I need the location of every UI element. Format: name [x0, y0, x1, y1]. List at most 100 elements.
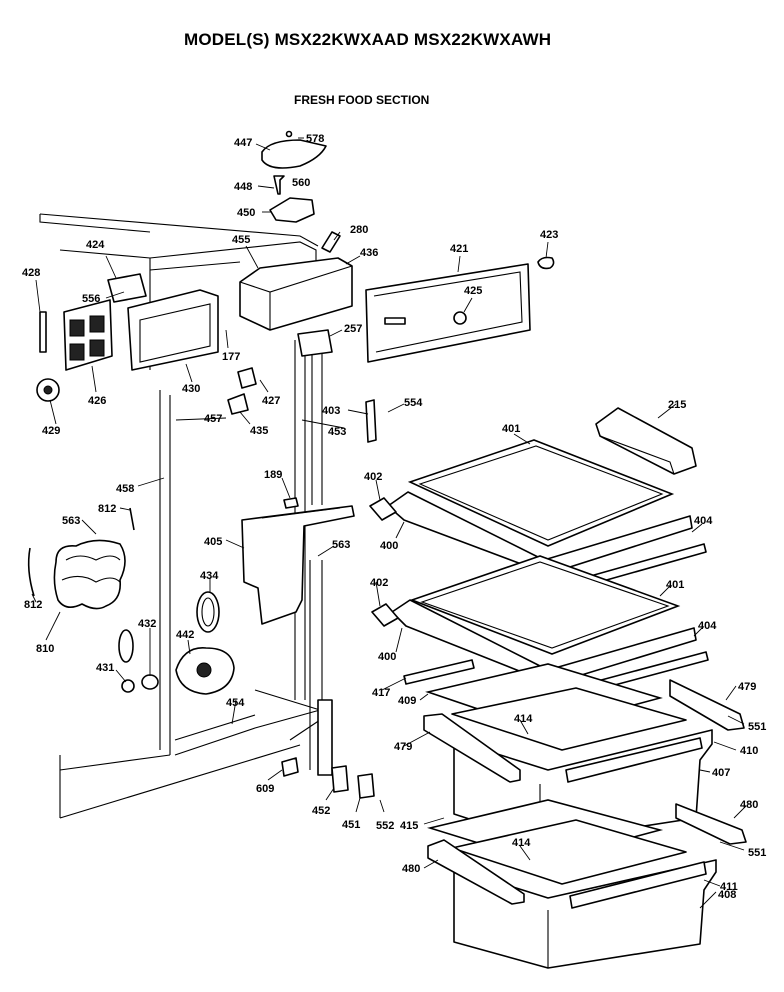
part-400-frame-lower: [391, 599, 697, 685]
part-label: 812: [24, 599, 42, 611]
part-810-heater: [53, 539, 126, 610]
part-189-clip: [283, 497, 299, 509]
part-label: 448: [234, 181, 252, 193]
part-label: 442: [176, 629, 194, 641]
part-label: 402: [364, 471, 382, 483]
part-label: 458: [116, 483, 134, 495]
part-label: 405: [204, 536, 222, 548]
part-label: 452: [312, 805, 330, 817]
part-label: 411: [720, 881, 738, 893]
part-480-slide-left: [427, 839, 525, 905]
part-label: 400: [380, 540, 398, 552]
part-label: 401: [502, 423, 520, 435]
part-label: 450: [237, 207, 255, 219]
part-label: 400: [378, 651, 396, 663]
part-609-roller: [281, 757, 299, 777]
left-controls: [36, 273, 257, 415]
part-430-cover: [127, 289, 219, 371]
part-label: 409: [398, 695, 416, 707]
part-401-glass-lower: [409, 555, 681, 655]
part-405-cover: [241, 505, 355, 625]
part-280-lamp: [321, 231, 341, 253]
part-411-handle: [569, 861, 707, 909]
part-424-thermostat: [107, 273, 147, 303]
part-432-bushing: [141, 674, 159, 690]
mid-left-parts: [27, 507, 375, 799]
part-label: 480: [402, 863, 420, 875]
part-label: 479: [394, 741, 412, 753]
part-414-cover-lower: [451, 819, 687, 885]
part-402-cap-upper: [369, 497, 397, 521]
part-label: 407: [712, 767, 730, 779]
part-label: 551: [748, 721, 766, 733]
part-435-connector: [227, 393, 249, 415]
part-label: 402: [370, 577, 388, 589]
part-812-wire: [27, 547, 35, 597]
part-label: 177: [222, 351, 240, 363]
part-label: 447: [234, 137, 252, 149]
part-label: 552: [376, 820, 394, 832]
part-label: 434: [200, 570, 219, 582]
part-label: 551: [748, 847, 766, 859]
part-417-rail: [403, 659, 475, 685]
part-label: 429: [42, 425, 60, 437]
part-403-rail: [365, 399, 377, 443]
part-label: 425: [464, 285, 482, 297]
part-452-bracket: [331, 765, 349, 793]
part-423-bulb: [537, 256, 555, 270]
part-421-panel: [365, 263, 531, 363]
part-label: 401: [666, 579, 684, 591]
part-427-harness: [237, 367, 257, 389]
part-label: 215: [668, 399, 686, 411]
part-label: 257: [344, 323, 362, 335]
part-label: 453: [328, 426, 346, 438]
part-label: 563: [332, 539, 350, 551]
part-label: 431: [96, 662, 114, 674]
part-label: 427: [262, 395, 280, 407]
part-label: 403: [322, 405, 340, 417]
part-label: 609: [256, 783, 274, 795]
part-450-bracket: [269, 197, 315, 223]
part-402-cap-lower: [371, 603, 399, 627]
part-label: 454: [226, 697, 245, 709]
part-label: 554: [404, 397, 423, 409]
part-436-housing: [239, 257, 353, 331]
control-housing: [239, 257, 531, 363]
diagram-title: MODEL(S) MSX22KWXAAD MSX22KWXAWH: [184, 30, 552, 49]
part-410-handle: [565, 737, 703, 783]
part-label: 404: [698, 620, 717, 632]
part-label: 404: [694, 515, 713, 527]
part-label: 563: [62, 515, 80, 527]
part-label: 560: [292, 177, 310, 189]
part-447-cover: [261, 139, 327, 169]
part-434-gasket: [196, 591, 220, 633]
part-labels: 447 578 448 560 450 280 424 455 436 421 …: [22, 133, 766, 901]
part-479-slide-left: [423, 713, 521, 783]
part-label: 408: [718, 889, 736, 901]
part-label: 457: [204, 413, 222, 425]
cabinet-liner: [39, 213, 333, 819]
part-label: 280: [350, 224, 368, 236]
part-label: 421: [450, 243, 468, 255]
part-label: 430: [182, 383, 200, 395]
part-label: 424: [86, 239, 105, 251]
part-label: 423: [540, 229, 558, 241]
part-label: 479: [738, 681, 756, 693]
part-label: 414: [514, 713, 533, 725]
part-label: 414: [512, 837, 531, 849]
part-label: 578: [306, 133, 324, 145]
part-428-clip: [39, 311, 47, 353]
part-215-bin: [595, 407, 697, 475]
section-title: FRESH FOOD SECTION: [294, 93, 430, 107]
shelf-lower: [371, 555, 709, 699]
part-label: 435: [250, 425, 268, 437]
part-label: 451: [342, 819, 360, 831]
drawer-lower: [426, 799, 747, 969]
part-431-grommet: [121, 679, 135, 693]
part-label: 436: [360, 247, 378, 259]
part-label: 410: [740, 745, 758, 757]
part-401-glass-upper: [407, 439, 675, 547]
part-label: 455: [232, 234, 250, 246]
part-label: 556: [82, 293, 100, 305]
